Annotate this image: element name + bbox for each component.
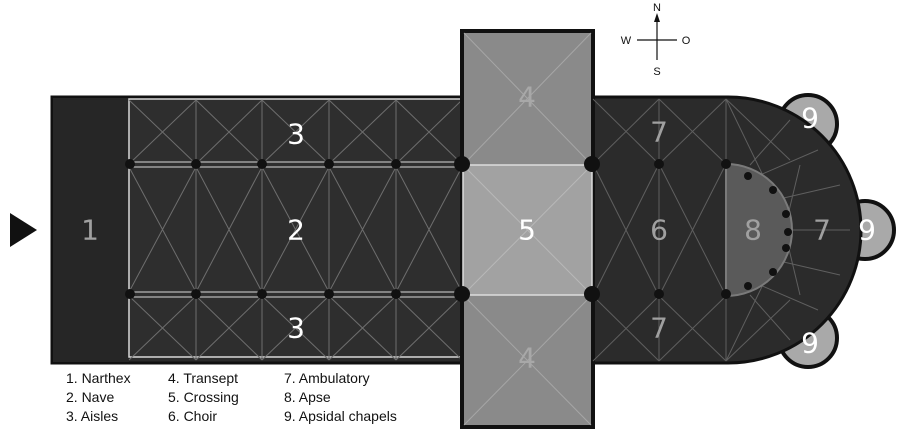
choir-ribs: [592, 98, 850, 362]
nave-ribs: [128, 99, 463, 361]
legend-item: 1. Narthex: [66, 370, 131, 386]
entrance-arrow-icon: [10, 213, 37, 247]
narthex: [53, 98, 129, 362]
transept-ribs: [463, 32, 592, 426]
label-transept-north: 4: [518, 81, 536, 114]
compass-north: N: [653, 2, 661, 14]
label-chapel-north: 9: [801, 102, 819, 135]
label-apse: 8: [744, 214, 762, 247]
compass-south: S: [653, 66, 660, 78]
label-ambulatory-north: 7: [650, 116, 668, 149]
crossing-ribs: [462, 164, 593, 296]
legend-item: 4. Transept: [168, 370, 239, 386]
label-ambulatory-south: 7: [650, 312, 668, 345]
label-chapel-south: 9: [801, 327, 819, 360]
label-choir: 6: [650, 214, 668, 247]
legend-item: 8. Apse: [284, 389, 331, 405]
label-transept-south: 4: [518, 342, 536, 375]
compass-rose-icon: N W O S: [621, 2, 691, 78]
legend-item: 9. Apsidal chapels: [284, 408, 397, 424]
legend: 1. Narthex 4. Transept 7. Ambulatory 2. …: [66, 370, 464, 425]
label-ambulatory-east: 7: [813, 214, 831, 247]
legend-item: 2. Nave: [66, 389, 115, 405]
label-nave: 2: [287, 214, 305, 247]
pillars: [125, 156, 792, 302]
compass-west: W: [621, 35, 632, 47]
nave-aisles-frame: [128, 98, 463, 358]
label-chapel-east: 9: [858, 214, 876, 247]
apse: [725, 162, 793, 298]
label-crossing: 5: [518, 214, 536, 247]
legend-item: 3. Aisles: [66, 408, 119, 424]
label-aisle-north: 3: [287, 118, 305, 151]
compass-east: O: [682, 35, 691, 47]
label-aisle-south: 3: [287, 312, 305, 345]
legend-item: 6. Choir: [168, 408, 218, 424]
label-narthex: 1: [81, 214, 99, 247]
legend-item: 5. Crossing: [168, 389, 239, 405]
legend-item: 7. Ambulatory: [284, 370, 370, 386]
